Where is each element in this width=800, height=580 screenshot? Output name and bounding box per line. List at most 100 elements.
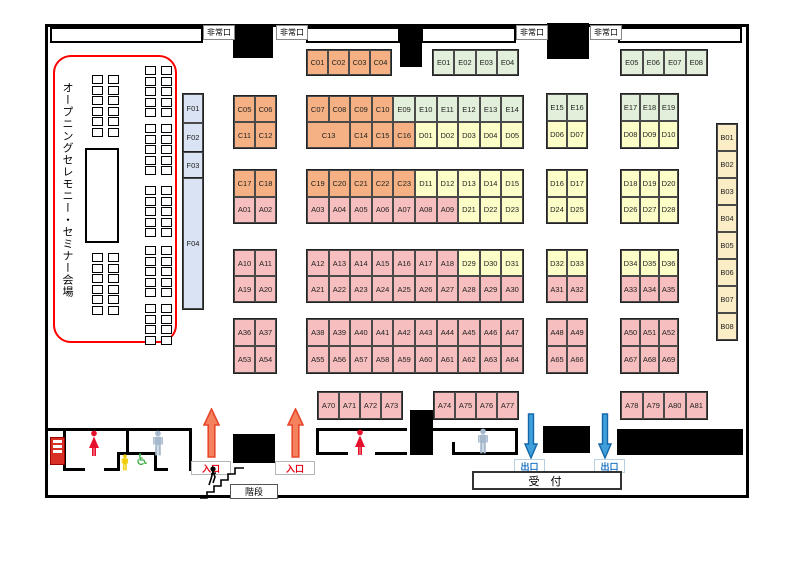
chair — [145, 228, 156, 237]
booth-C14: C14 — [350, 122, 372, 148]
booth-D04: D04 — [479, 122, 502, 148]
booth-D07: D07 — [567, 121, 587, 148]
pillar-block — [233, 24, 273, 58]
booth-A37: A37 — [255, 319, 276, 346]
chair — [92, 274, 103, 283]
booth-C23: C23 — [393, 170, 415, 197]
booth-A12: A12 — [307, 250, 329, 276]
booth-A30: A30 — [501, 276, 523, 302]
chair — [161, 267, 172, 276]
booth-A33: A33 — [621, 276, 640, 302]
booth-D28: D28 — [659, 196, 678, 223]
pillar-block — [543, 426, 590, 453]
top-wall-segment — [306, 27, 400, 43]
entrance-arrow-icon — [203, 408, 220, 458]
booth-A05: A05 — [350, 196, 372, 223]
booth-A52: A52 — [659, 319, 678, 346]
interior-wall — [433, 428, 518, 431]
booth-A70: A70 — [318, 392, 339, 419]
interior-wall — [154, 468, 168, 471]
exit-arrow-icon — [524, 413, 538, 459]
chair — [161, 134, 172, 144]
chair — [92, 127, 103, 137]
booth-A09: A09 — [436, 196, 459, 223]
booth-D14: D14 — [479, 170, 502, 197]
chair — [108, 295, 119, 304]
booth-A60: A60 — [415, 346, 437, 373]
booth-D01: D01 — [415, 122, 437, 148]
booth-F01: F01 — [183, 94, 203, 123]
booth-D03: D03 — [458, 122, 480, 148]
booth-D32: D32 — [547, 250, 567, 276]
booth-A48: A48 — [547, 319, 567, 346]
booth-A21: A21 — [307, 276, 329, 302]
chair — [145, 76, 156, 86]
booth-D24: D24 — [547, 196, 567, 223]
chair — [161, 145, 172, 154]
exit-arrow-icon — [598, 413, 612, 459]
booth-D09: D09 — [640, 121, 659, 148]
booth-E14: E14 — [501, 96, 523, 122]
booth-D27: D27 — [640, 196, 659, 223]
chair — [108, 274, 119, 283]
chair — [161, 256, 172, 266]
chair — [161, 155, 172, 165]
booth-block: F03 — [182, 151, 204, 179]
chair — [108, 127, 119, 137]
chair — [145, 186, 156, 195]
booth-A64: A64 — [501, 346, 523, 373]
booth-D15: D15 — [501, 170, 523, 197]
booth-A02: A02 — [255, 196, 276, 223]
chair — [145, 166, 156, 175]
booth-D19: D19 — [640, 170, 659, 197]
interior-wall — [104, 468, 119, 471]
booth-A04: A04 — [328, 196, 351, 223]
chair — [161, 277, 172, 287]
chair — [145, 267, 156, 276]
booth-C12: C12 — [255, 122, 276, 148]
chair — [92, 117, 103, 126]
chair — [108, 305, 119, 315]
booth-E07: E07 — [664, 50, 686, 75]
booth-E15: E15 — [547, 94, 567, 121]
booth-A50: A50 — [621, 319, 640, 346]
booth-C21: C21 — [350, 170, 372, 197]
booth-A63: A63 — [479, 346, 502, 373]
booth-A62: A62 — [458, 346, 480, 373]
chair — [92, 253, 103, 262]
booth-E18: E18 — [640, 94, 659, 121]
chair — [145, 335, 156, 345]
interior-wall — [316, 428, 407, 431]
booth-D30: D30 — [479, 250, 502, 276]
booth-A73: A73 — [381, 392, 402, 419]
booth-A28: A28 — [458, 276, 480, 302]
booth-A45: A45 — [458, 319, 480, 346]
booth-E01: E01 — [433, 50, 455, 75]
venue-outline — [45, 24, 749, 498]
booth-A18: A18 — [436, 250, 459, 276]
booth-A23: A23 — [350, 276, 372, 302]
booth-C11: C11 — [234, 122, 255, 148]
chair — [145, 97, 156, 107]
booth-A54: A54 — [255, 346, 276, 373]
booth-A69: A69 — [659, 346, 678, 373]
chair — [92, 75, 103, 84]
booth-F03: F03 — [183, 152, 203, 178]
booth-E04: E04 — [496, 50, 519, 75]
booth-C22: C22 — [371, 170, 394, 197]
booth-D35: D35 — [640, 250, 659, 276]
booth-A46: A46 — [479, 319, 502, 346]
male-figure-icon — [152, 430, 164, 457]
booth-A34: A34 — [640, 276, 659, 302]
interior-wall — [316, 428, 319, 455]
chair — [92, 305, 103, 315]
booth-C19: C19 — [307, 170, 329, 197]
